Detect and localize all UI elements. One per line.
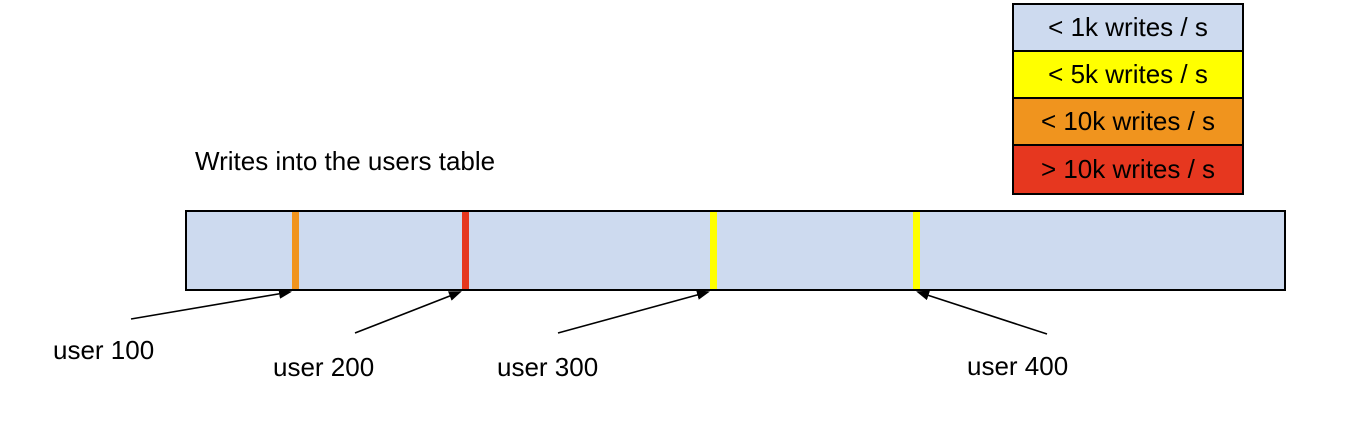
user-label: user 100 [53, 335, 155, 365]
legend-item-label: < 10k writes / s [1040, 106, 1216, 136]
write-hotspot-marker [709, 212, 717, 289]
legend-item: > 10k writes / s [1014, 146, 1242, 193]
users-table-bar [185, 210, 1286, 291]
arrow [130, 288, 292, 320]
legend: < 1k writes / s < 5k writes / s < 10k writ… [1012, 3, 1244, 195]
legend-item: < 1k writes / s [1014, 5, 1242, 52]
legend-item-label: > 10k writes / s [1040, 154, 1216, 184]
arrow [916, 290, 1048, 335]
write-hotspot-marker [461, 212, 469, 289]
user-label: user 300 [497, 352, 599, 382]
user-label: user 200 [273, 352, 375, 382]
legend-item: < 10k writes / s [1014, 99, 1242, 146]
write-hotspot-marker [912, 212, 920, 289]
legend-item-label: < 5k writes / s [1048, 59, 1208, 89]
legend-item-label: < 1k writes / s [1048, 12, 1208, 42]
arrow [354, 291, 462, 334]
legend-item: < 5k writes / s [1014, 52, 1242, 99]
write-hotspot-marker [291, 212, 299, 289]
arrow [557, 290, 710, 334]
diagram-title: Writes into the users table [195, 146, 496, 176]
user-label: user 400 [967, 351, 1069, 381]
